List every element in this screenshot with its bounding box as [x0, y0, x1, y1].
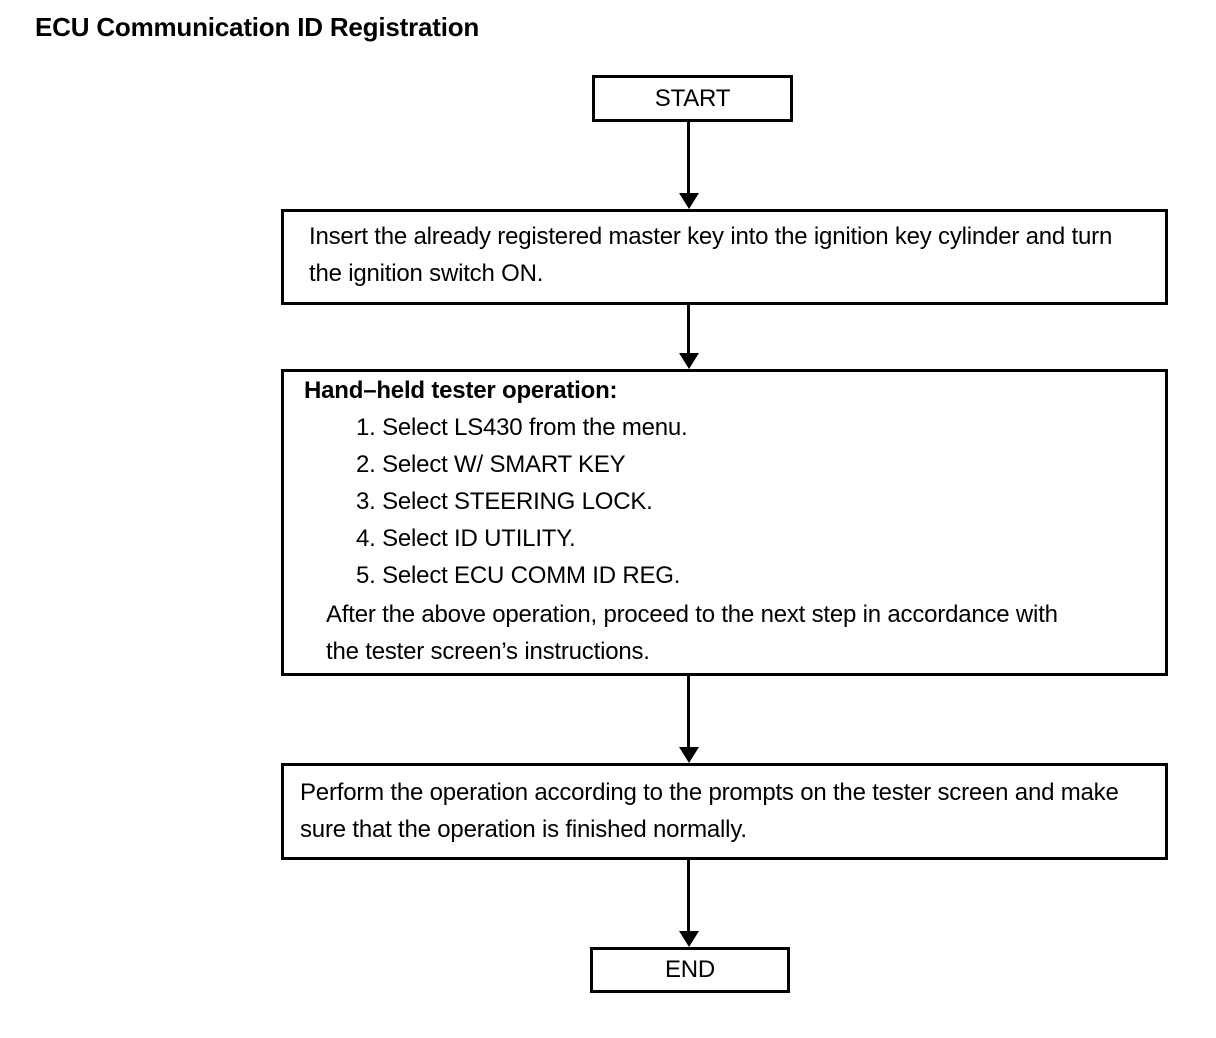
step-text: Insert the already registered master key…: [309, 223, 1113, 287]
step-item: 1. Select LS430 from the menu.: [356, 414, 688, 441]
step-item: 2. Select W/ SMART KEY: [356, 451, 626, 478]
flow-arrow-step1-to-step2: [678, 305, 699, 369]
flow-arrow-step2-to-step3: [678, 676, 699, 763]
page-title: ECU Communication ID Registration: [35, 12, 480, 42]
step-item: 5. Select ECU COMM ID REG.: [356, 562, 681, 589]
arrow-stem: [687, 676, 690, 747]
step-box-tester-operation: Hand–held tester operation: 1. Select LS…: [281, 369, 1168, 676]
end-node: END: [590, 947, 790, 993]
step-box-perform-operation: Perform the operation according to the p…: [281, 763, 1168, 860]
end-node-label: END: [664, 956, 716, 983]
arrow-stem: [687, 305, 690, 353]
arrow-down-icon: [678, 193, 699, 209]
step-footer-text: After the above operation, proceed to th…: [326, 601, 1058, 665]
step-box-insert-key: Insert the already registered master key…: [281, 209, 1168, 305]
arrow-stem: [687, 122, 690, 193]
step-heading: Hand–held tester operation:: [304, 377, 618, 404]
start-node-label: START: [654, 84, 731, 112]
start-node: START: [592, 75, 793, 122]
step-text: Perform the operation according to the p…: [300, 779, 1119, 843]
flow-arrow-start-to-step1: [678, 122, 699, 209]
arrow-down-icon: [678, 353, 699, 369]
step-item-list: 1. Select LS430 from the menu. 2. Select…: [356, 409, 1145, 594]
step-item: 3. Select STEERING LOCK.: [356, 488, 653, 515]
arrow-down-icon: [678, 747, 699, 763]
arrow-stem: [687, 860, 690, 931]
arrow-down-icon: [678, 931, 699, 947]
flow-arrow-step3-to-end: [678, 860, 699, 947]
step-item: 4. Select ID UTILITY.: [356, 525, 576, 552]
